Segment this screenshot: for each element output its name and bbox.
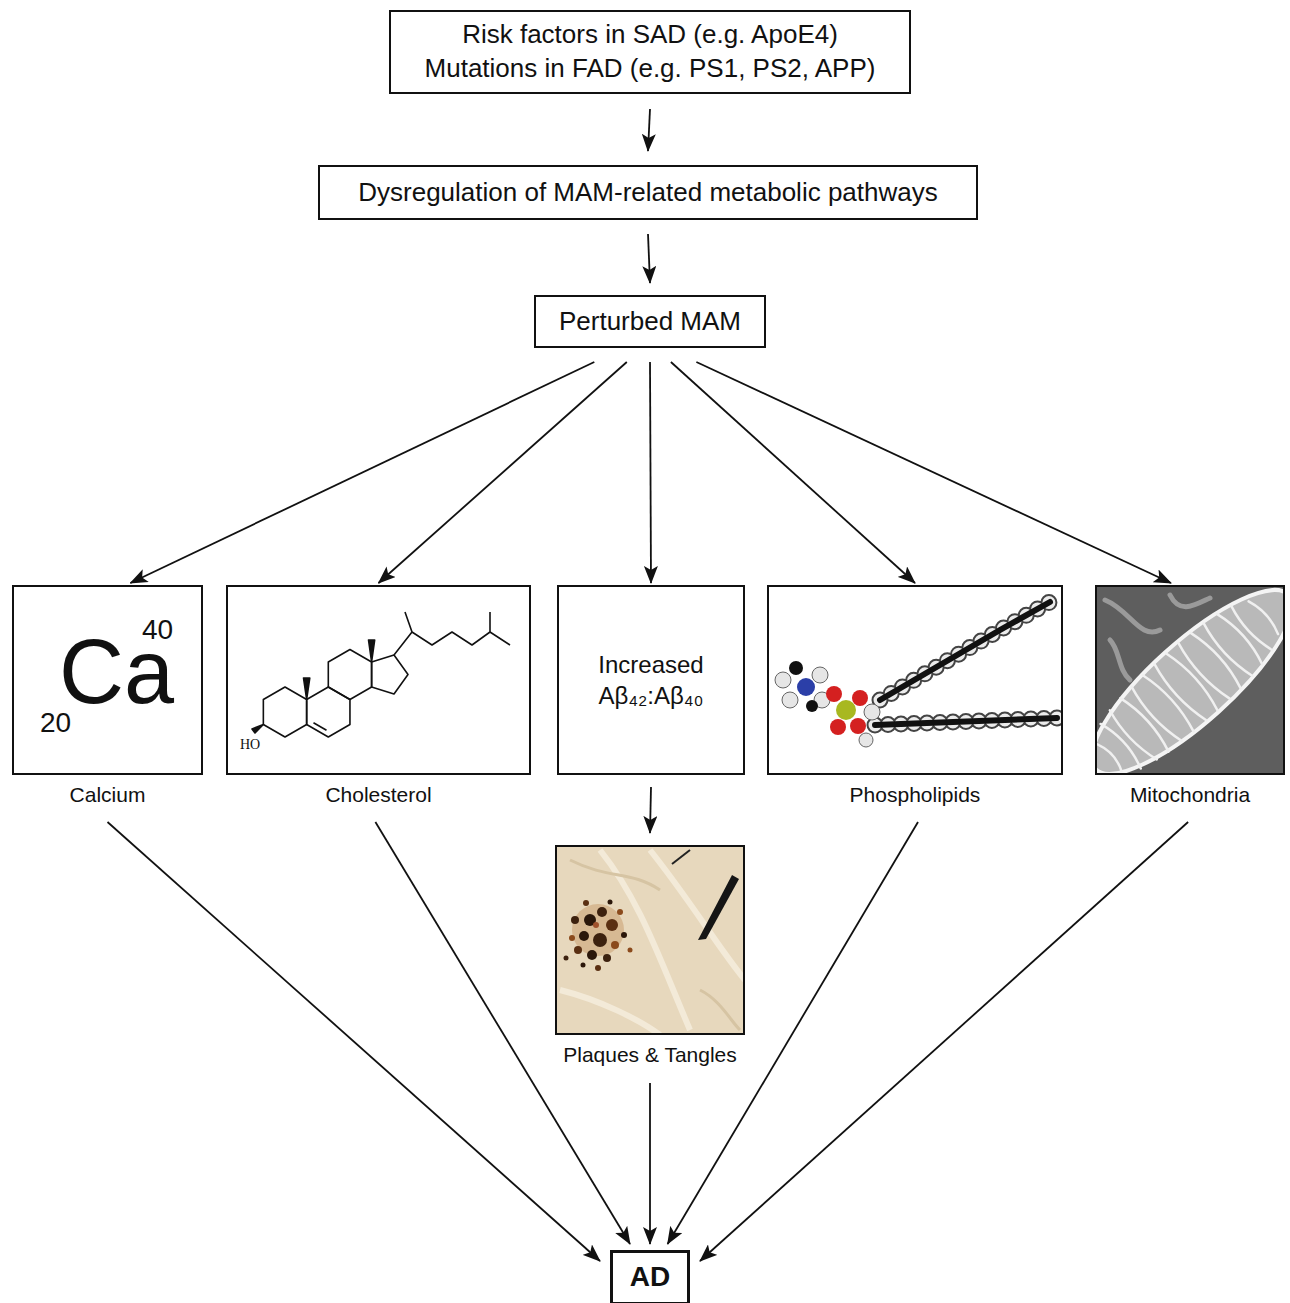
phospholipid-model <box>775 602 1057 747</box>
calcium-box: Ca4020Calcium <box>12 585 203 815</box>
arrow-connector <box>375 822 630 1244</box>
box-label: Risk factors in SAD (e.g. ApoE4) Mutatio… <box>415 18 885 86</box>
mitochondria-box: Mitochondria <box>1095 585 1285 815</box>
plaque-box: Plaques & Tangles <box>555 845 745 1075</box>
arrow-connector <box>130 362 594 583</box>
arrow-connector <box>649 1083 651 1244</box>
figure-caption: Calcium <box>0 782 253 807</box>
process-box: Perturbed MAM <box>534 295 766 348</box>
figure-caption: Plaques & Tangles <box>505 1042 795 1067</box>
arrow-connector <box>650 362 651 583</box>
arrow-connector <box>648 234 650 283</box>
cholesterol-box: HOCholesterol <box>226 585 531 815</box>
plaque-micrograph <box>557 847 743 1033</box>
figure-caption: Phospholipids <box>717 782 1113 807</box>
box-label: Perturbed MAM <box>559 305 741 339</box>
process-box: Dysregulation of MAM-related metabolic p… <box>318 165 978 220</box>
box-label: AD <box>630 1259 670 1295</box>
figure-frame: Ca4020 <box>12 585 203 775</box>
cholesterol-structure <box>252 612 510 737</box>
element-symbol: 40 <box>142 616 173 644</box>
figure-frame <box>767 585 1063 775</box>
arrow-connector <box>671 362 915 583</box>
arrow-connector <box>696 362 1171 583</box>
figure-caption: Mitochondria <box>1045 782 1290 807</box>
arrow-connector <box>700 822 1188 1261</box>
phospholipid-box: Phospholipids <box>767 585 1063 815</box>
figure-frame <box>555 845 745 1035</box>
arrow-connector <box>650 787 651 833</box>
process-box: Risk factors in SAD (e.g. ApoE4) Mutatio… <box>389 10 911 94</box>
arrow-connector <box>668 822 918 1244</box>
mitochondrion-micrograph <box>1097 587 1283 773</box>
arrow-connector <box>108 822 601 1261</box>
element-symbol: 20 <box>40 709 71 737</box>
outcome-box: AD <box>610 1250 690 1303</box>
figure-caption: Cholesterol <box>176 782 581 807</box>
arrow-connector <box>648 109 650 151</box>
figure-frame <box>1095 585 1285 775</box>
process-box: Increased Aβ₄₂:Aβ₄₀ <box>557 585 745 775</box>
chemical-label: HO <box>240 738 260 752</box>
box-label: Dysregulation of MAM-related metabolic p… <box>358 176 937 210</box>
arrow-connector <box>379 362 627 583</box>
box-label: Increased Aβ₄₂:Aβ₄₀ <box>576 649 726 711</box>
figure-frame: HO <box>226 585 531 775</box>
